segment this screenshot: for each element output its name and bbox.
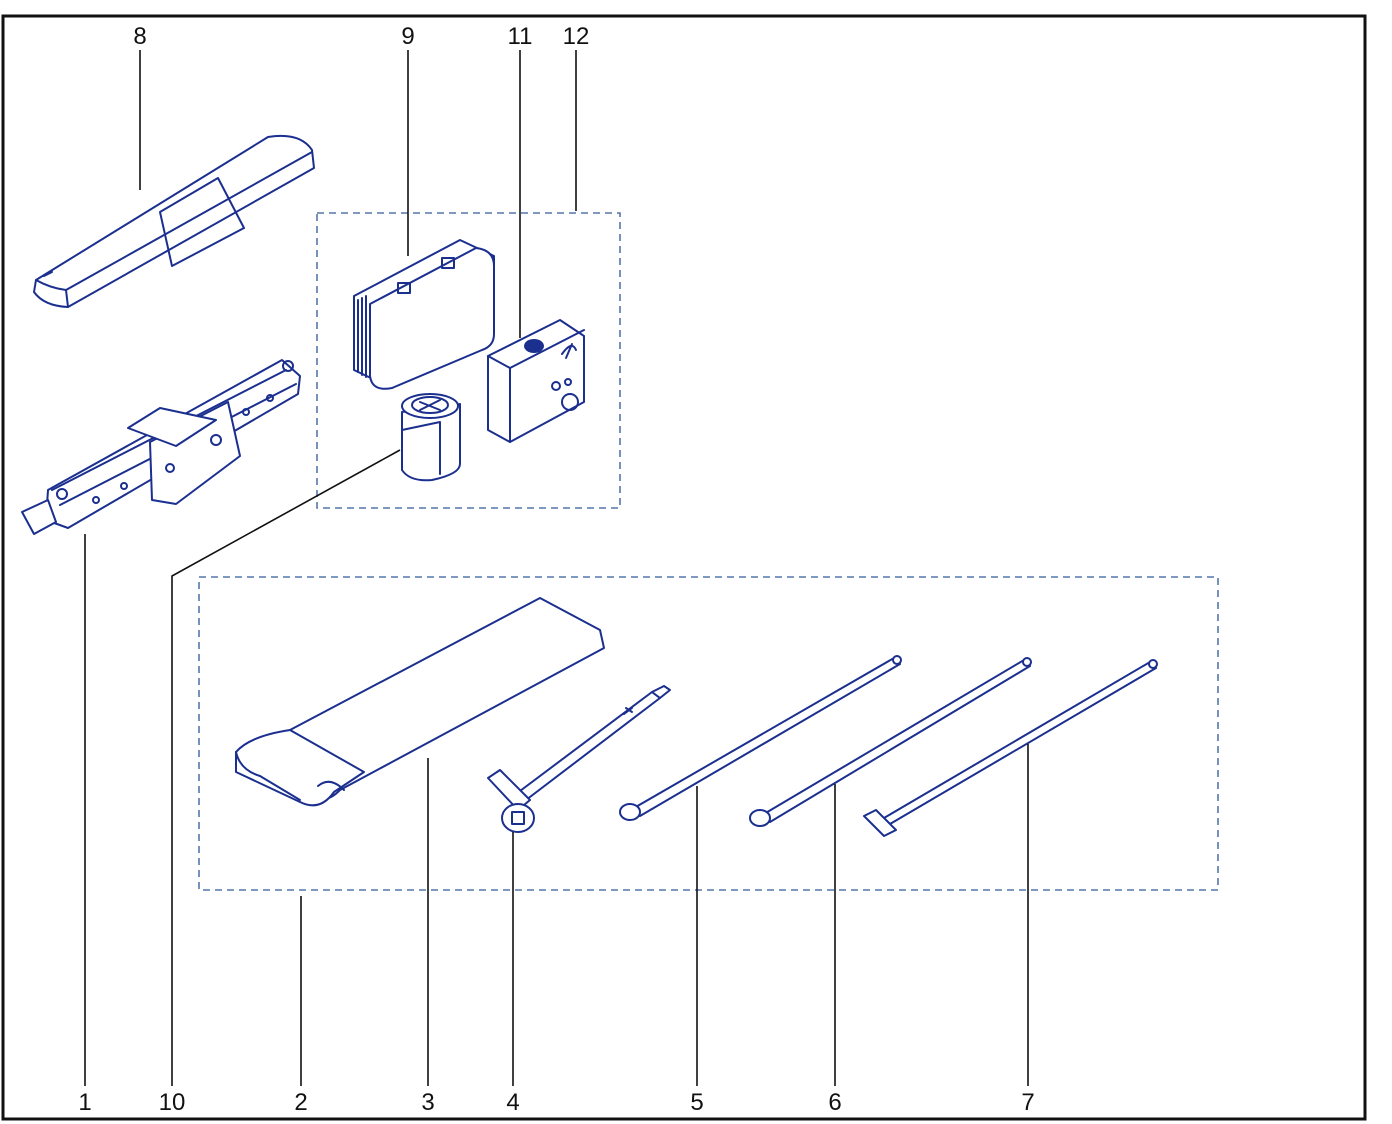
callout-9: 9 bbox=[401, 23, 414, 50]
callout-11: 11 bbox=[508, 23, 533, 50]
callout-5: 5 bbox=[690, 1089, 703, 1116]
storage-tray bbox=[33, 134, 315, 308]
compressor bbox=[487, 319, 585, 443]
callout-1: 1 bbox=[78, 1089, 91, 1116]
jack-bag bbox=[235, 597, 605, 807]
sealant-bottle bbox=[401, 393, 461, 482]
callout-6: 6 bbox=[828, 1089, 841, 1116]
callout-7: 7 bbox=[1021, 1089, 1034, 1116]
extension-bar-6 bbox=[749, 657, 1032, 827]
callout-8: 8 bbox=[133, 23, 146, 50]
callout-12: 12 bbox=[563, 23, 590, 50]
jack bbox=[21, 359, 301, 535]
callout-2: 2 bbox=[294, 1089, 307, 1116]
compressor-gauge bbox=[524, 339, 544, 353]
extension-bar-5 bbox=[619, 655, 902, 821]
diagram-border bbox=[1, 14, 1367, 1121]
callout-3: 3 bbox=[421, 1089, 434, 1116]
callout-10: 10 bbox=[159, 1089, 186, 1116]
towing-eye-rod-7 bbox=[863, 659, 1158, 837]
tyre-repair-kit-group-box bbox=[316, 212, 621, 509]
wheel-wrench bbox=[487, 685, 671, 833]
tool-set-group-box bbox=[198, 576, 1219, 891]
callout-4: 4 bbox=[506, 1089, 519, 1116]
leader-10 bbox=[171, 449, 401, 1086]
sealant-kit-case bbox=[353, 239, 495, 390]
